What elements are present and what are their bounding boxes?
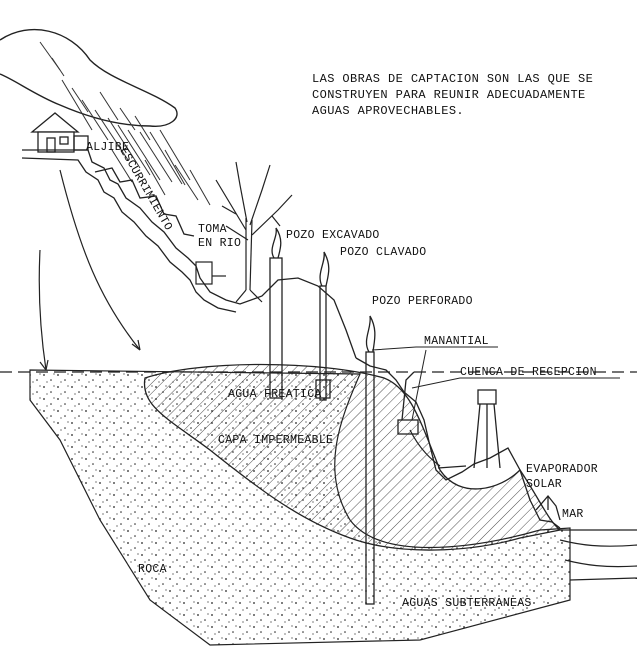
caption-line-2: CONSTRUYEN PARA REUNIR ADECUADAMENTE xyxy=(312,88,586,102)
impermeable-layer xyxy=(143,363,562,551)
caption-line-1: LAS OBRAS DE CAPTACION SON LAS QUE SE xyxy=(312,72,593,86)
label-agua-freatica: AGUA FREATICA xyxy=(228,388,322,401)
label-cuenca: CUENCA DE RECEPCION xyxy=(460,366,597,379)
label-evaporador: EVAPORADOR xyxy=(526,463,598,476)
cloud xyxy=(0,28,178,127)
infiltration-arrows xyxy=(38,169,441,467)
label-aguas-subterraneas: AGUAS SUBTERRANEAS xyxy=(402,597,532,610)
label-en-rio: EN RIO xyxy=(198,237,241,250)
label-toma: TOMA xyxy=(198,223,227,236)
hillside xyxy=(21,149,357,359)
label-capa-impermeable: CAPA IMPERMEABLE xyxy=(218,434,333,447)
label-pozo-excavado: POZO EXCAVADO xyxy=(286,229,380,242)
sea xyxy=(559,529,637,581)
label-pozo-perforado: POZO PERFORADO xyxy=(372,295,473,308)
rain xyxy=(39,41,211,206)
leader-lines xyxy=(371,346,620,421)
right-terrain xyxy=(355,357,561,529)
label-roca: ROCA xyxy=(138,563,167,576)
label-solar: SOLAR xyxy=(526,478,562,491)
house-icon xyxy=(30,112,89,153)
label-pozo-clavado: POZO CLAVADO xyxy=(340,246,426,259)
label-aljibe: ALJIBE xyxy=(86,141,129,154)
label-manantial: MANANTIAL xyxy=(424,335,489,348)
label-mar: MAR xyxy=(562,508,584,521)
caption-line-3: AGUAS APROVECHABLES. xyxy=(312,104,464,118)
river-intake xyxy=(195,261,226,285)
tree-icon xyxy=(215,161,293,303)
